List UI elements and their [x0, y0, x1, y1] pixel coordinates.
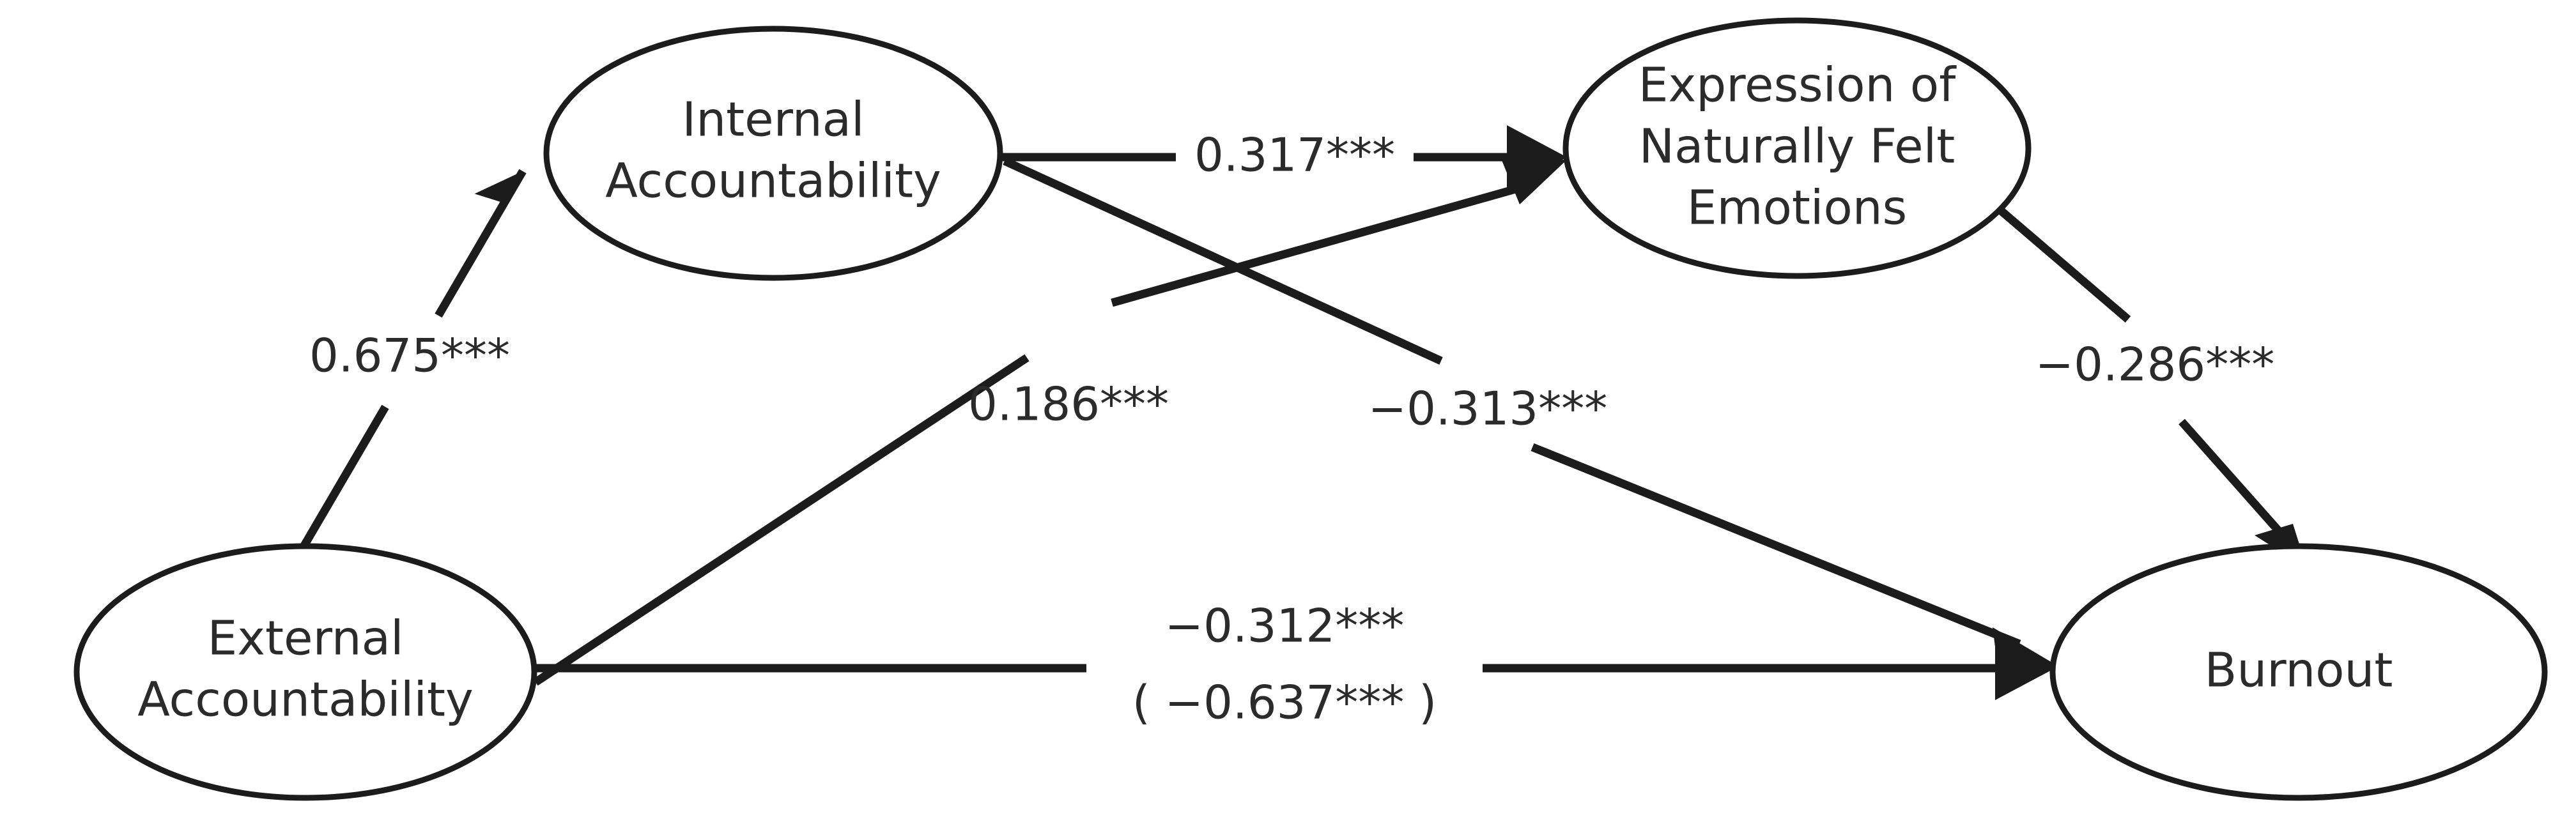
- path-expression-to-burnout-segment-lower: [2179, 418, 2290, 543]
- arrowhead-external-to-internal: [474, 171, 523, 225]
- path-external-to-internal-segment-upper: [435, 169, 527, 318]
- path-external-to-expression: [533, 157, 1567, 686]
- path-internal-to-burnout-segment-upper: [1003, 157, 1443, 365]
- path-external-to-expression-segment-upper: [1111, 179, 1535, 307]
- node-external-accountability[interactable]: External Accountability: [73, 543, 537, 801]
- coefficient-labels: 0.675*** 0.317*** 0.186*** −0.313*** −0.…: [309, 128, 2274, 729]
- node-internal-accountability-label-line2: Accountability: [605, 154, 941, 209]
- path-expression-to-burnout-segment-upper: [1992, 202, 2131, 323]
- coefficient-external-to-burnout-primary: −0.312***: [1165, 599, 1404, 653]
- coefficient-external-to-internal: 0.675***: [309, 329, 510, 383]
- node-burnout-label: Burnout: [2205, 643, 2393, 698]
- path-external-to-internal-segment-lower: [291, 404, 389, 563]
- node-burnout[interactable]: Burnout: [2049, 543, 2548, 801]
- arrowhead-external-to-expression: [1500, 157, 1567, 204]
- path-external-to-internal: [291, 169, 527, 563]
- node-internal-accountability-label-line1: Internal: [682, 93, 864, 148]
- node-external-accountability-shape[interactable]: [73, 543, 537, 801]
- node-expression-label-line3: Emotions: [1687, 181, 1907, 236]
- coefficient-expression-to-burnout: −0.286***: [2035, 338, 2274, 392]
- node-external-accountability-label-line2: Accountability: [137, 673, 474, 728]
- coefficient-external-to-burnout-secondary: ( −0.637*** ): [1132, 676, 1437, 729]
- arrowhead-external-to-burnout: [1995, 636, 2055, 700]
- node-expression-label-line2: Naturally Felt: [1639, 119, 1955, 174]
- node-burnout-shape[interactable]: [2049, 543, 2548, 801]
- node-expression-naturally-felt-emotions-shape[interactable]: [1562, 17, 2032, 279]
- coefficient-internal-to-burnout: −0.313***: [1368, 382, 1607, 436]
- node-internal-accountability[interactable]: Internal Accountability: [543, 26, 1003, 281]
- node-internal-accountability-shape[interactable]: [543, 26, 1003, 281]
- path-external-to-expression-segment-lower: [533, 354, 1030, 686]
- path-internal-to-burnout-segment-lower: [1531, 443, 2021, 648]
- node-expression-label-line1: Expression of: [1639, 58, 1957, 113]
- coefficient-external-to-expression: 0.186***: [968, 378, 1169, 431]
- coefficient-internal-to-expression: 0.317***: [1194, 128, 1395, 182]
- node-external-accountability-label-line1: External: [207, 611, 403, 666]
- path-external-to-burnout: [536, 636, 2055, 700]
- node-expression-naturally-felt-emotions[interactable]: Expression of Naturally Felt Emotions: [1562, 17, 2032, 279]
